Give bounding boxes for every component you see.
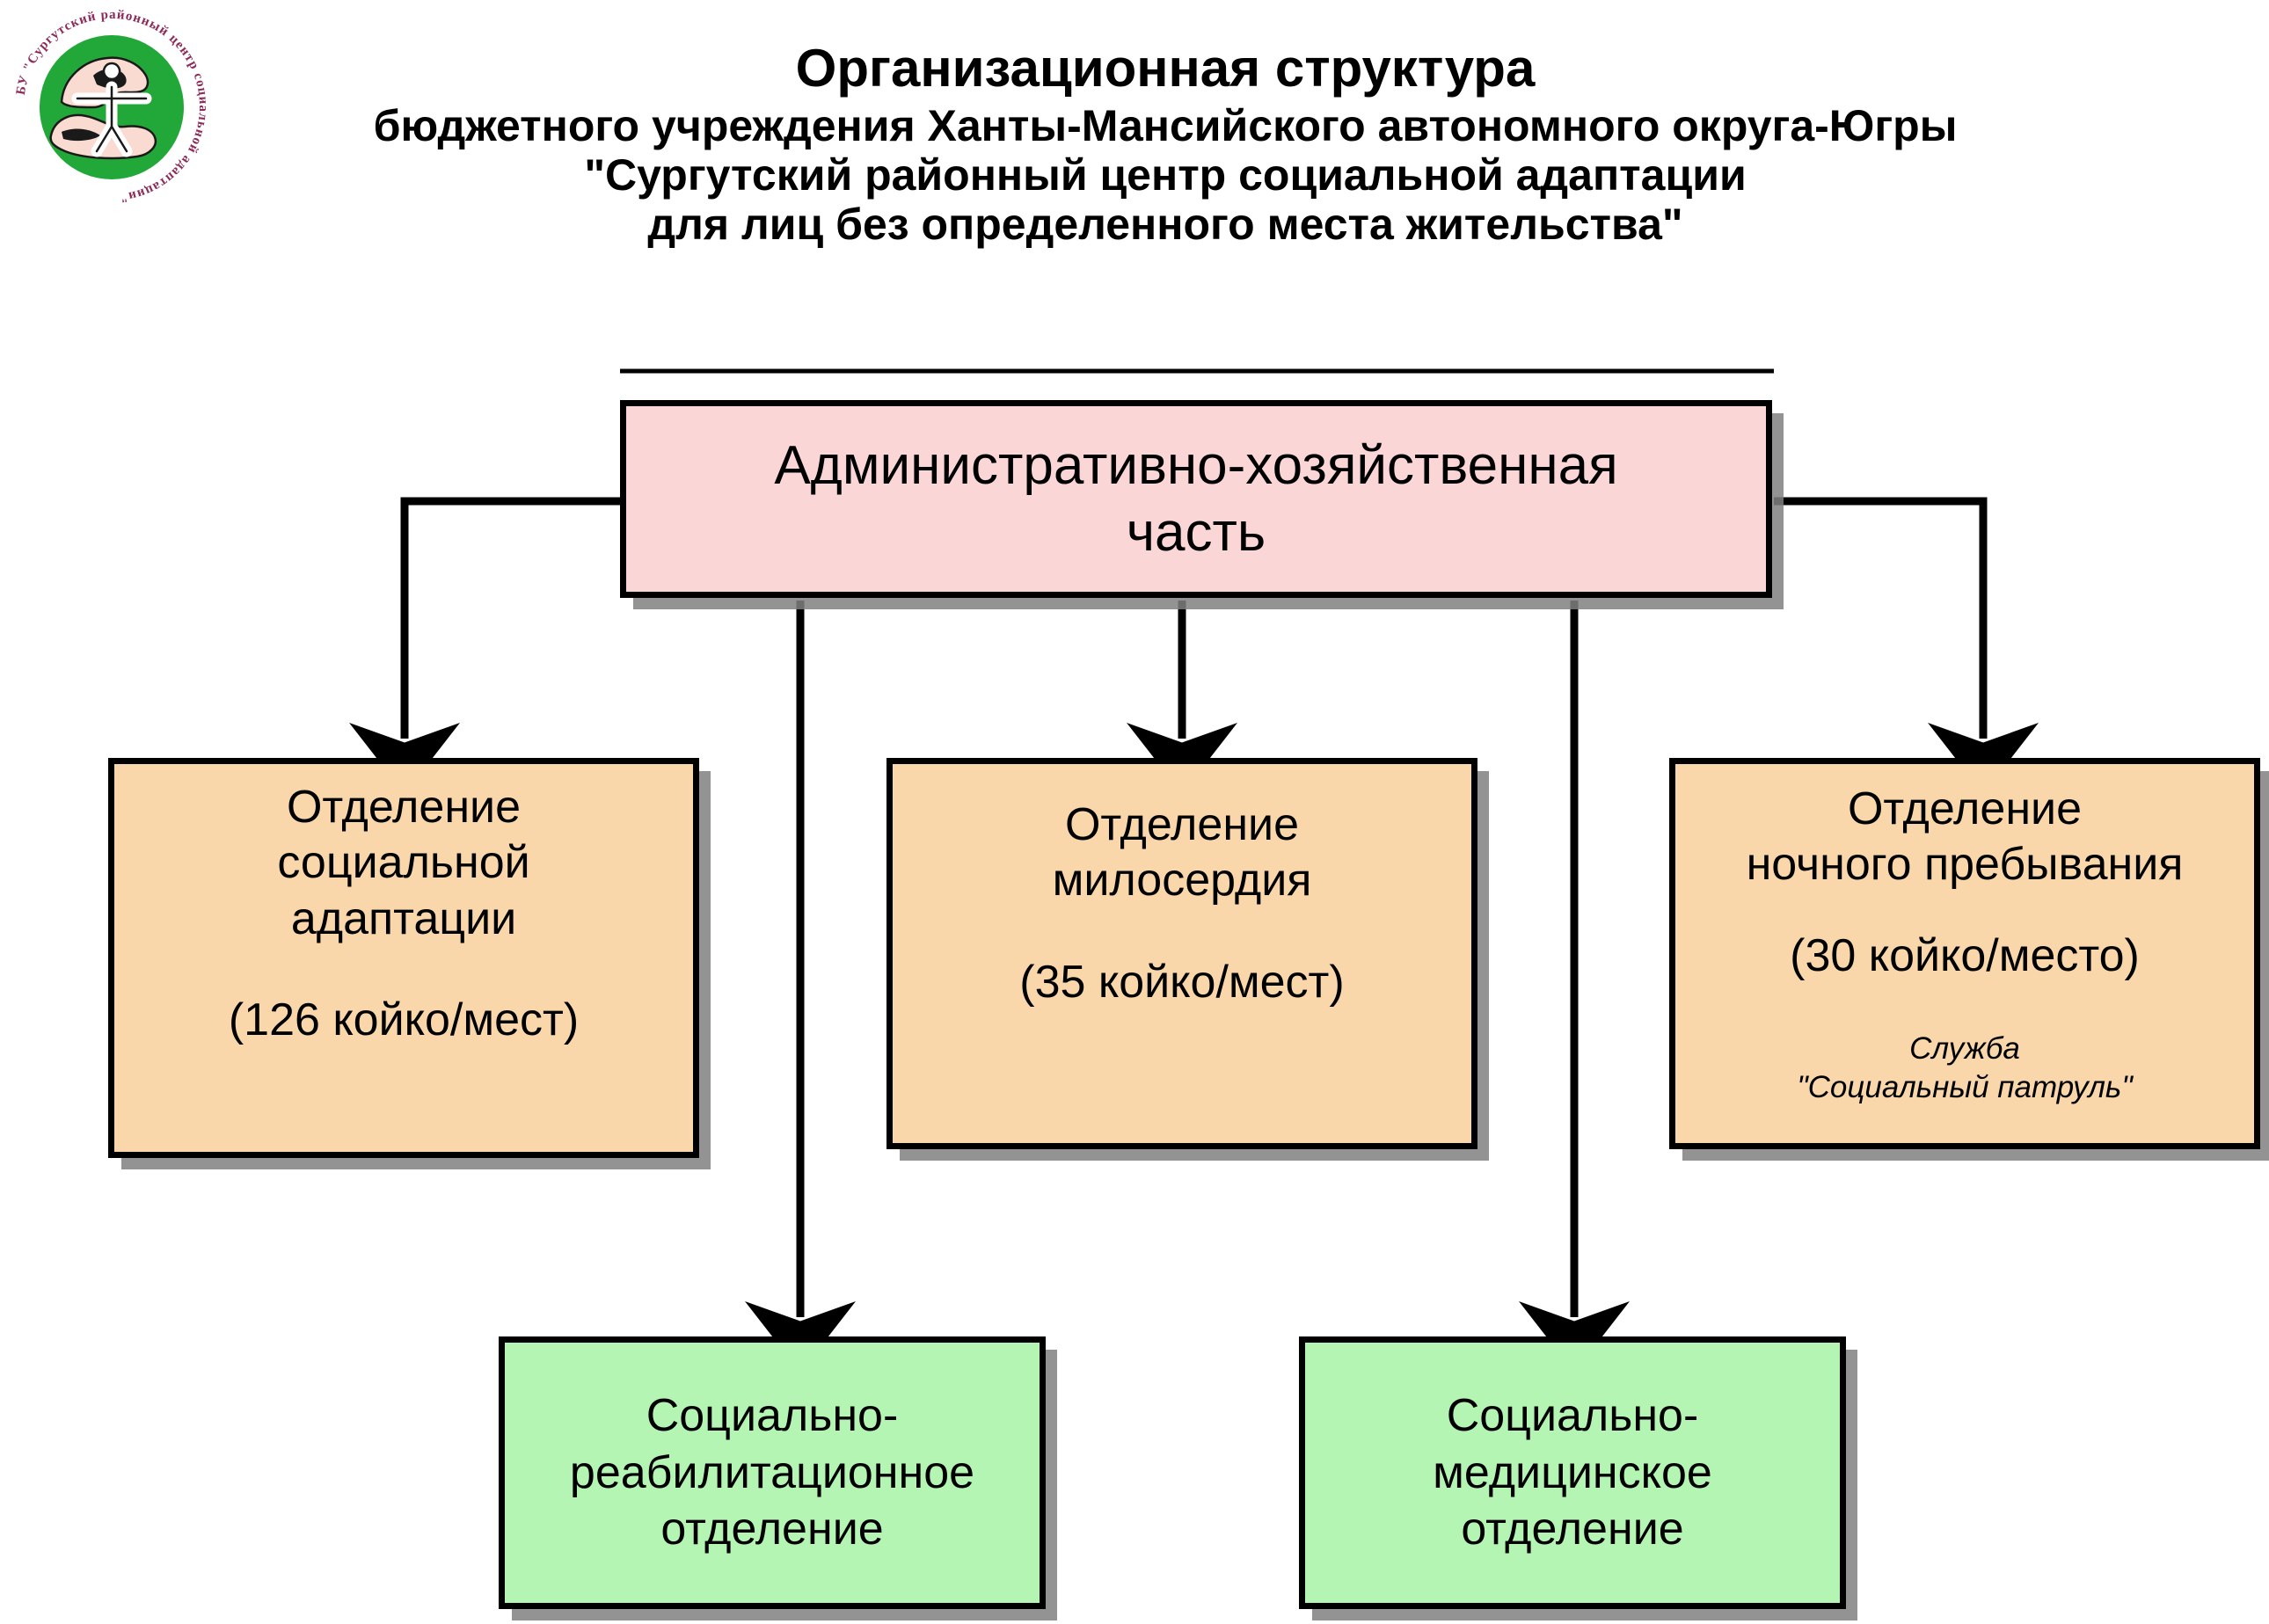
node-mercy-line-2: милосердия <box>1052 855 1312 907</box>
node-social-medical-department[interactable]: Социально- медицинское отделение <box>1299 1336 1846 1609</box>
node-medical-line-1: Социально- <box>1446 1390 1699 1442</box>
node-admin-line-1: Административно-хозяйственная <box>774 434 1618 496</box>
node-night-note-line-2: "Социальный патруль" <box>1797 1070 2133 1105</box>
node-administrative-economic-part[interactable]: Административно-хозяйственная часть <box>620 400 1772 598</box>
node-rehab-line-3: отделение <box>660 1504 884 1555</box>
node-rehab-line-1: Социально- <box>646 1390 899 1442</box>
node-mercy-department[interactable]: Отделение милосердия (35 койко/мест) <box>886 758 1477 1149</box>
title-line-3: "Сургутский районный центр социальной ад… <box>584 150 1747 200</box>
node-rehab-line-2: реабилитационное <box>569 1446 975 1498</box>
node-social-rehabilitation-department[interactable]: Социально- реабилитационное отделение <box>499 1336 1046 1609</box>
title-line-1: Организационная структура <box>795 39 1536 98</box>
node-mercy-capacity: (35 койко/мест) <box>1019 956 1345 1008</box>
node-adapt-line-1: Отделение <box>286 782 522 833</box>
node-adapt-line-3: адаптации <box>290 892 517 944</box>
edge-admin-to-night <box>1774 497 2039 794</box>
node-mercy-line-1: Отделение <box>1064 799 1300 850</box>
node-admin-line-2: часть <box>1126 501 1266 563</box>
node-adapt-capacity: (126 койко/мест) <box>228 994 580 1046</box>
node-night-capacity: (30 койко/место) <box>1790 929 2140 981</box>
node-medical-line-3: отделение <box>1461 1504 1684 1555</box>
page-title: Организационная структура бюджетного учр… <box>158 39 2172 249</box>
title-line-2: бюджетного учреждения Ханты-Мансийского … <box>373 101 1958 151</box>
node-adapt-line-2: социальной <box>277 837 530 889</box>
node-medical-line-2: медицинское <box>1433 1446 1712 1498</box>
node-social-adaptation-department[interactable]: Отделение социальной адаптации (126 койк… <box>108 758 699 1158</box>
edge-admin-to-adapt <box>349 497 620 794</box>
title-line-4: для лиц без определенного места жительст… <box>647 200 1683 250</box>
node-night-line-2: ночного пребывания <box>1746 839 2184 891</box>
organization-logo: БУ "Сургутский районный центр социальной… <box>9 4 215 210</box>
emblem-icon: БУ "Сургутский районный центр социальной… <box>14 8 209 205</box>
node-night-note-line-1: Служба <box>1909 1031 2020 1067</box>
node-night-line-1: Отделение <box>1847 783 2083 834</box>
node-night-stay-department[interactable]: Отделение ночного пребывания (30 койко/м… <box>1669 758 2260 1149</box>
